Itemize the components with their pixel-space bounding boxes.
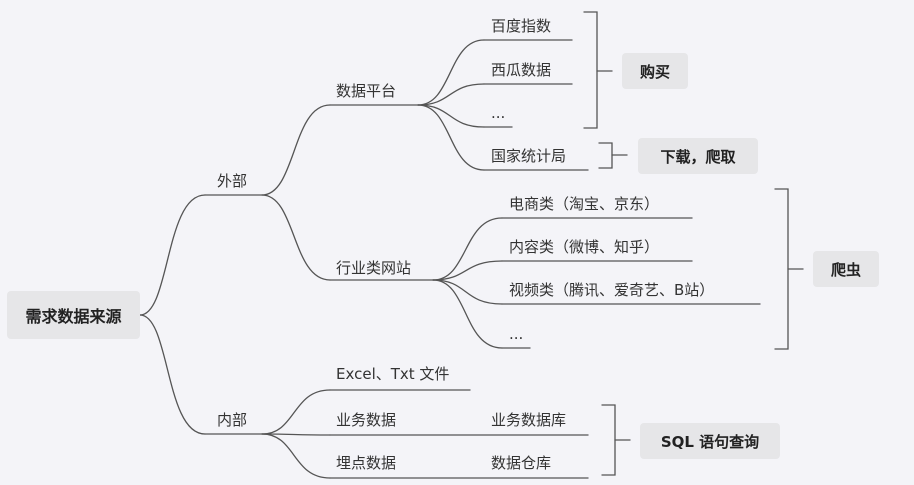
node-xigua-data[interactable]: 西瓜数据 — [491, 61, 552, 79]
branch-internal[interactable]: 内部 — [217, 411, 248, 429]
connector-external-industry — [261, 194, 331, 281]
root-node[interactable]: 需求数据来源 — [7, 291, 140, 339]
node-baidu-index[interactable]: 百度指数 — [491, 17, 552, 35]
connector-internal-excel — [261, 389, 331, 435]
node-industry-websites[interactable]: 行业类网站 — [336, 259, 412, 277]
bracket-sql — [601, 404, 616, 476]
connector-internal-tracking — [261, 433, 331, 479]
connector-industry-item-4 — [432, 279, 503, 349]
bracket-buy — [583, 11, 598, 129]
node-content[interactable]: 内容类（微博、知乎） — [509, 238, 660, 256]
connector-internal-business — [261, 433, 331, 436]
connector-industry-item-3 — [432, 279, 503, 305]
connector-root-internal — [139, 314, 206, 435]
node-ecommerce[interactable]: 电商类（淘宝、京东） — [509, 195, 660, 213]
connector-root-external — [139, 194, 206, 316]
tag-sql-query[interactable]: SQL 语句查询 — [640, 423, 780, 459]
connector-platform-stats — [417, 104, 485, 171]
bracket-download — [598, 142, 613, 169]
node-excel-txt[interactable]: Excel、Txt 文件 — [336, 365, 450, 383]
node-data-platform[interactable]: 数据平台 — [336, 82, 397, 100]
node-platform-more[interactable]: ... — [491, 104, 506, 122]
connector-industry-item-2 — [432, 260, 503, 281]
node-data-warehouse[interactable]: 数据仓库 — [491, 454, 552, 472]
branch-external[interactable]: 外部 — [217, 172, 248, 190]
node-video[interactable]: 视频类（腾讯、爱奇艺、B站） — [509, 281, 715, 299]
tag-download-crawl[interactable]: 下载，爬取 — [638, 138, 758, 174]
node-business-db[interactable]: 业务数据库 — [491, 411, 567, 429]
node-business-data[interactable]: 业务数据 — [336, 411, 397, 429]
connector-platform-item-3 — [417, 104, 485, 128]
node-tracking-data[interactable]: 埋点数据 — [336, 454, 397, 472]
tag-crawler[interactable]: 爬虫 — [813, 251, 879, 287]
connector-platform-item-2 — [417, 83, 485, 106]
connector-external-platform — [261, 104, 331, 196]
tag-buy[interactable]: 购买 — [622, 53, 688, 89]
bracket-crawl — [774, 188, 789, 350]
connector-industry-item-1 — [432, 217, 503, 281]
connector-platform-item-1 — [417, 39, 485, 106]
node-national-stats[interactable]: 国家统计局 — [491, 147, 567, 165]
node-industry-more[interactable]: ... — [509, 325, 524, 343]
